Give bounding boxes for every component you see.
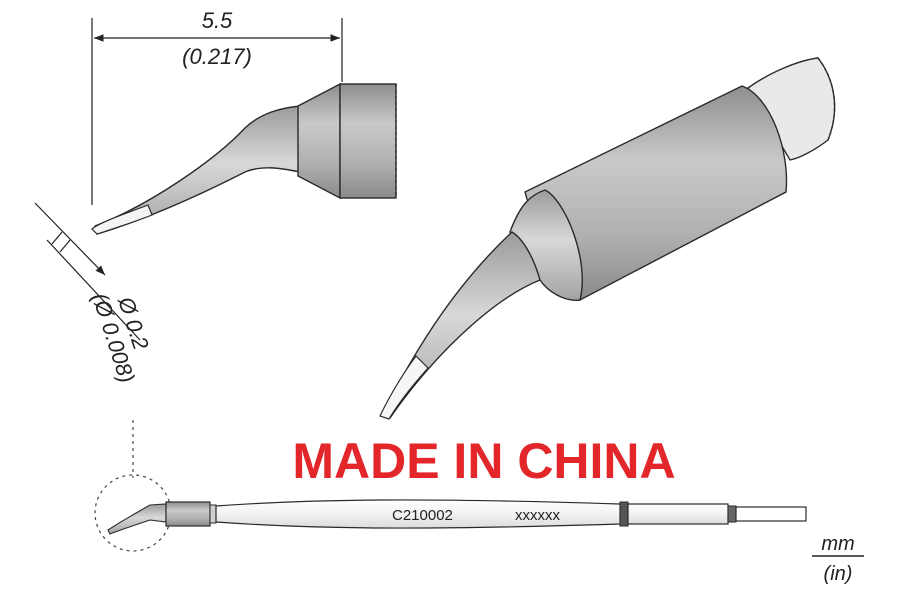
cartridge-rear-band	[727, 505, 737, 523]
small-tip-tinned-end	[91, 204, 153, 235]
small-tip-collar	[339, 83, 397, 199]
cartridge-rear-tube	[627, 503, 729, 525]
large-tip-cone	[509, 189, 583, 301]
diameter-dimension: Ø 0.2 (Ø 0.008)	[34, 202, 154, 478]
made-in-china-stamp: MADE IN CHINA	[292, 433, 675, 489]
diameter-leader-bottom	[46, 239, 141, 341]
length-dimension: 5.5 (0.217)	[91, 8, 343, 205]
cartridge-band	[619, 501, 629, 527]
diameter-tick-1	[51, 231, 63, 245]
large-tip-break-line	[817, 57, 836, 141]
large-tip-sleeve	[747, 57, 836, 161]
small-tip-collar-cone	[297, 82, 341, 200]
length-mm-label: 5.5	[202, 8, 233, 33]
tip-detail-small	[91, 82, 397, 235]
cartridge-collar	[165, 501, 211, 527]
part-number-label: C210002	[392, 507, 453, 524]
unit-in-label: (in)	[824, 563, 853, 585]
length-in-label: (0.217)	[182, 44, 252, 69]
units-legend: mm (in)	[812, 533, 864, 585]
unit-mm-label: mm	[821, 533, 854, 555]
cartridge-collar-ring	[209, 504, 217, 524]
tip-detail-large	[379, 57, 836, 420]
serial-label: xxxxxx	[515, 507, 561, 524]
diameter-leader-top	[34, 202, 106, 276]
diameter-tick-2	[59, 239, 71, 253]
cartridge-tip	[107, 503, 167, 535]
large-tip-tinned-end	[379, 355, 429, 420]
full-cartridge: C210002 xxxxxx	[94, 474, 807, 552]
cartridge-connector-pin	[735, 506, 807, 522]
